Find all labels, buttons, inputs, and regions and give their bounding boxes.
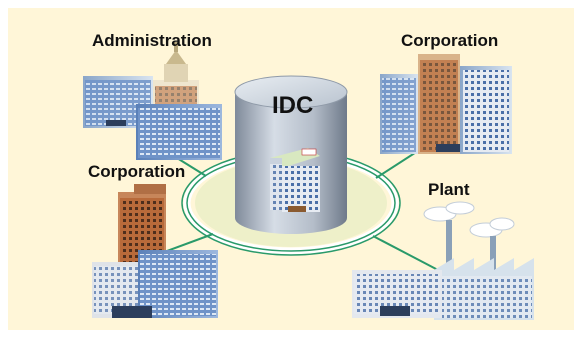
idc-datacenter [234, 75, 348, 234]
corporation-left-buildings [92, 184, 218, 318]
diagram-frame: Administration Corporation Corporation P… [8, 8, 574, 330]
administration-label: Administration [92, 31, 212, 50]
corporation-top-right-buildings [380, 54, 512, 154]
corporation-left-label: Corporation [88, 162, 186, 181]
plant-label: Plant [428, 180, 470, 199]
network-diagram [83, 42, 534, 320]
plant-buildings [352, 201, 534, 320]
idc-label: IDC [272, 92, 314, 119]
corporation-top-right-label: Corporation [401, 31, 499, 50]
administration-buildings [83, 42, 222, 160]
idc-building-icon [270, 148, 320, 212]
